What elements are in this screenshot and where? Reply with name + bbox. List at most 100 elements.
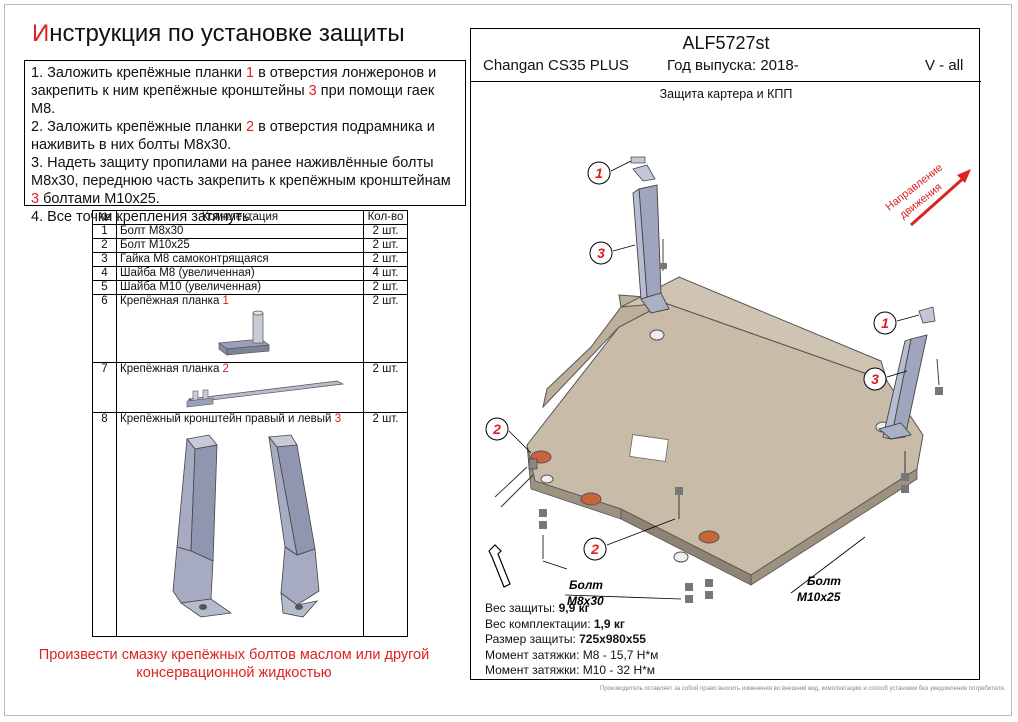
bracket-3-illustration [172,434,320,618]
spec-kit-value: 1,9 кг [593,616,625,631]
callout-number: 2 [590,541,599,557]
row-name-text: Крепёжная планка [120,363,223,375]
callout-number: 3 [871,371,879,387]
callout-number: 1 [881,315,889,331]
row-num: 1 [92,224,117,239]
header-qty: Кол-во [363,210,408,225]
row-name-text: Крепёжный кронштейн правый и левый [120,413,335,425]
row-qty: 2 шт. [363,412,408,637]
row-num: 6 [92,294,117,363]
table-row: 2 Болт М10х25 2 шт. [92,238,408,253]
instruction-step-3: 3. Надеть защиту пропилами на ранее нажи… [31,154,459,208]
spec-kit-weight: Вес комплектации: 1,9 кг [485,617,658,633]
row-qty: 2 шт. [363,238,408,253]
step2-text-a: 2. Заложить крепёжные планки [31,119,246,135]
row-name: Крепёжная планка 2 [116,362,364,413]
mounting-plate-1-illustration [218,310,270,356]
callout-3-rear: 3 [863,367,908,391]
version: V - all [925,57,964,74]
callout-number: 2 [492,421,501,437]
bolt-m8-label: М8х30 [567,594,604,608]
direction-arrow: Направление движения [883,162,971,227]
table-row: 3 Гайка М8 самоконтрящаяся 2 шт. [92,252,408,267]
mounting-plate-2-illustration [186,380,345,408]
step1-ref-3: 3 [308,83,317,99]
step3-text-b: болтами М10х25. [39,191,160,207]
header-num: № [92,210,117,225]
row-num: 8 [92,412,117,637]
header-divider [471,81,981,82]
spec-torque2-label: Момент затяжки: [485,663,583,677]
kit-table: № Комплектация Кол-во 1 Болт М8х30 2 шт.… [92,210,408,637]
callout-1-rear: 1 [873,311,920,335]
spec-weight-value: 9,9 кг [558,601,590,615]
wrench-icon [488,544,511,588]
spec-size-label: Размер защиты: [485,632,580,646]
row-num: 7 [92,362,117,413]
table-row: 7 Крепёжная планка 2 2 шт. [92,362,408,413]
row-num: 5 [92,280,117,295]
title-first-letter: И [32,20,50,47]
row-qty: 2 шт. [363,280,408,295]
table-row: 1 Болт М8х30 2 шт. [92,224,408,239]
step3-text-a: 3. Надеть защиту пропилами на ранее нажи… [31,155,451,189]
step1-ref-1: 1 [245,65,255,81]
row-name: Шайба М10 (увеличенная) [116,280,364,295]
row-qty: 2 шт. [363,362,408,413]
callout-2-bottom: 2 [583,518,676,561]
bracket-right [878,306,943,440]
row-name: Шайба М8 (увеличенная) [116,266,364,281]
production-year: Год выпуска: 2018- [667,57,799,74]
row-name-ref: 2 [222,363,229,375]
specs-block: Вес защиты: 9,9 кг Вес комплектации: 1,9… [485,601,658,679]
row-qty: 2 шт. [363,224,408,239]
spec-torque1-label: Момент затяжки: [485,647,583,662]
spec-kit-label: Вес комплектации: [485,616,594,631]
row-name: Гайка М8 самоконтрящаяся [116,252,364,267]
spec-torque1-value: М8 - 15,7 Н*м [582,647,659,662]
row-name-ref: 3 [334,413,342,425]
spec-size: Размер защиты: 725х980х55 [485,632,658,648]
row-name: Болт М8х30 [116,224,364,239]
drawing-panel: ALF5727st Changan CS35 PLUS Год выпуска:… [470,28,981,680]
row-name: Крепёжная планка 1 [116,294,364,363]
step3-ref-3: 3 [31,191,40,207]
disclaimer: Производитель оставляет за собой право в… [600,686,1006,692]
spec-size-value: 725х980х55 [579,632,646,646]
row-num: 3 [92,252,117,267]
spec-weight: Вес защиты: 9,9 кг [485,601,658,617]
step1-text-a: 1. Заложить крепёжные планки [31,65,246,81]
grease-note: Произвести смазку крепёжных болтов масло… [38,647,430,681]
row-num: 2 [92,238,117,253]
callout-3-front: 3 [589,241,636,265]
bolt-label-left: Болт [569,578,603,592]
car-model: Changan CS35 PLUS [483,57,629,74]
skid-plate [526,276,924,586]
spec-weight-label: Вес защиты: [485,601,559,615]
row-qty: 2 шт. [363,294,408,363]
callout-number: 3 [597,245,605,261]
page-title: Инструкция по установке защиты [32,20,405,48]
table-row: 8 Крепёжный кронштейн правый и левый 3 2 [92,412,408,637]
spec-torque-m10: Момент затяжки: М10 - 32 Н*м [485,663,658,679]
protection-name: Защита картера и КПП [659,87,793,101]
article-number: ALF5727st [682,33,770,53]
spec-torque-m8: Момент затяжки: М8 - 15,7 Н*м [485,648,658,664]
page-frame [4,4,1012,716]
row-qty: 2 шт. [363,252,408,267]
step2-text-b: в отверстия подрамника и наживить в них … [31,119,435,153]
row-name: Крепёжный кронштейн правый и левый 3 [116,412,364,637]
instruction-step-1: 1. Заложить крепёжные планки 1 в отверст… [31,64,459,118]
row-name-ref: 1 [222,295,229,307]
table-row: 4 Шайба М8 (увеличенная) 4 шт. [92,266,408,281]
instructions-box: 1. Заложить крепёжные планки 1 в отверст… [24,60,466,225]
callout-number: 1 [595,165,603,181]
bracket-left [630,156,670,314]
table-row: 6 Крепёжная планка 1 2 шт. [92,294,408,363]
table-row: 5 Шайба М10 (увеличенная) 2 шт. [92,280,408,295]
row-name: Болт М10х25 [116,238,364,253]
step1-text-b: в отверстия лонжеронов и закрепить к ним… [31,65,437,99]
spec-torque2-value: М10 - 32 Н*м [582,663,656,677]
callout-1-front: 1 [587,160,632,185]
row-qty: 4 шт. [363,266,408,281]
